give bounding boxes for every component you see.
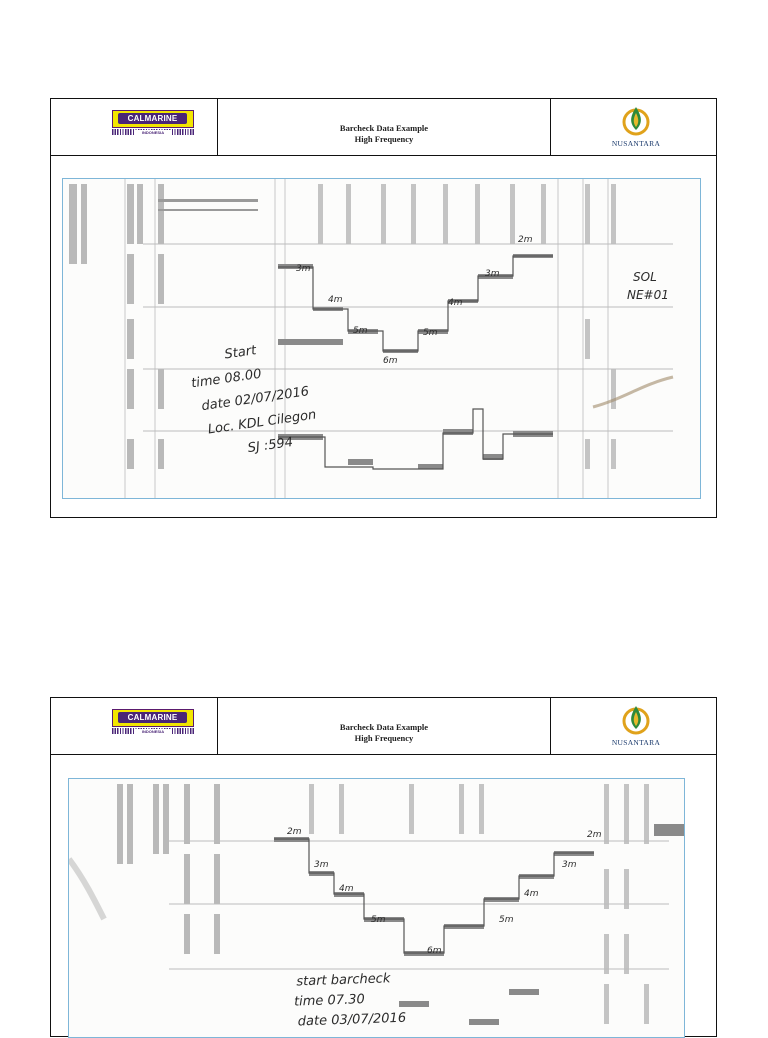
calmarine-logo-text: CALMARINE xyxy=(127,114,178,123)
document-subtitle: High Frequency xyxy=(354,733,414,743)
nusantara-logo-text: NUSANTARA xyxy=(611,738,661,747)
right-logo-cell: NUSANTARA xyxy=(551,99,716,155)
document-title: Barcheck Data Example xyxy=(339,123,429,133)
sheet-header: CALMARINE INDONESIA Barcheck Data Exampl… xyxy=(51,698,716,755)
calmarine-logo: CALMARINE INDONESIA xyxy=(112,709,194,737)
echogram-scan: 3m 4m 5m 6m 5m 4m 3m 2m SOL NE#01 Start … xyxy=(62,178,701,499)
step-label-2m-a: 2m xyxy=(287,827,302,837)
step-label-4m-b: 4m xyxy=(448,298,463,308)
step-label-5m-b: 5m xyxy=(423,328,438,338)
note-line-1: Start xyxy=(224,343,258,362)
step-label-4m-b: 4m xyxy=(524,889,539,899)
step-label-2m: 2m xyxy=(518,235,533,245)
barcheck-sheet-1: CALMARINE INDONESIA Barcheck Data Exampl… xyxy=(50,98,717,518)
right-logo-cell: NUSANTARA xyxy=(551,698,716,754)
step-label-2m-b: 2m xyxy=(587,830,602,840)
calmarine-logo: CALMARINE INDONESIA xyxy=(112,110,194,138)
note-line-4: Loc. KDL Cilegon xyxy=(207,407,317,437)
sheet-header: CALMARINE INDONESIA Barcheck Data Exampl… xyxy=(51,99,716,156)
calmarine-logo-sub: INDONESIA xyxy=(134,729,172,734)
echogram-image: 2m 3m 4m 5m 6m 5m 4m 3m 2m start barchec… xyxy=(69,784,684,1030)
note-line-1: start barcheck xyxy=(296,971,391,989)
echogram-scan: 2m 3m 4m 5m 6m 5m 4m 3m 2m start barchec… xyxy=(68,778,685,1038)
calmarine-logo-text: CALMARINE xyxy=(127,713,178,722)
note-line-2: time 08.00 xyxy=(190,367,262,392)
side-note-line-2: NE#01 xyxy=(627,288,669,302)
nusantara-logo: NUSANTARA xyxy=(601,103,671,153)
left-logo-cell: CALMARINE INDONESIA xyxy=(51,698,218,754)
barcheck-sheet-2: CALMARINE INDONESIA Barcheck Data Exampl… xyxy=(50,697,717,1038)
step-label-5m-a: 5m xyxy=(371,915,386,925)
note-line-2: time 07.30 xyxy=(294,992,365,1009)
step-label-4m-a: 4m xyxy=(339,884,354,894)
nusantara-logo: NUSANTARA xyxy=(601,702,671,752)
note-line-3: date 03/07/2016 xyxy=(298,1011,407,1030)
document-title: Barcheck Data Example xyxy=(339,722,429,732)
echogram-image: 3m 4m 5m 6m 5m 4m 3m 2m SOL NE#01 Start … xyxy=(69,179,674,498)
calmarine-logo-sub: INDONESIA xyxy=(134,130,172,135)
step-label-4m-a: 4m xyxy=(328,295,343,305)
title-cell: Barcheck Data Example High Frequency xyxy=(218,99,551,155)
note-line-5: SJ :594 xyxy=(247,435,294,456)
step-label-3m-b: 3m xyxy=(485,269,500,279)
side-note-line-1: SOL xyxy=(633,270,657,284)
document-subtitle: High Frequency xyxy=(354,134,414,144)
left-logo-cell: CALMARINE INDONESIA xyxy=(51,99,218,155)
step-label-5m-a: 5m xyxy=(353,326,368,336)
step-label-5m-b: 5m xyxy=(499,915,514,925)
step-label-3m-a: 3m xyxy=(314,860,329,870)
step-label-6m: 6m xyxy=(427,946,442,956)
step-label-6m: 6m xyxy=(383,356,398,366)
step-label-3m-b: 3m xyxy=(562,860,577,870)
title-cell: Barcheck Data Example High Frequency xyxy=(218,698,551,754)
step-label-3m-a: 3m xyxy=(296,264,311,274)
nusantara-logo-text: NUSANTARA xyxy=(611,139,661,148)
